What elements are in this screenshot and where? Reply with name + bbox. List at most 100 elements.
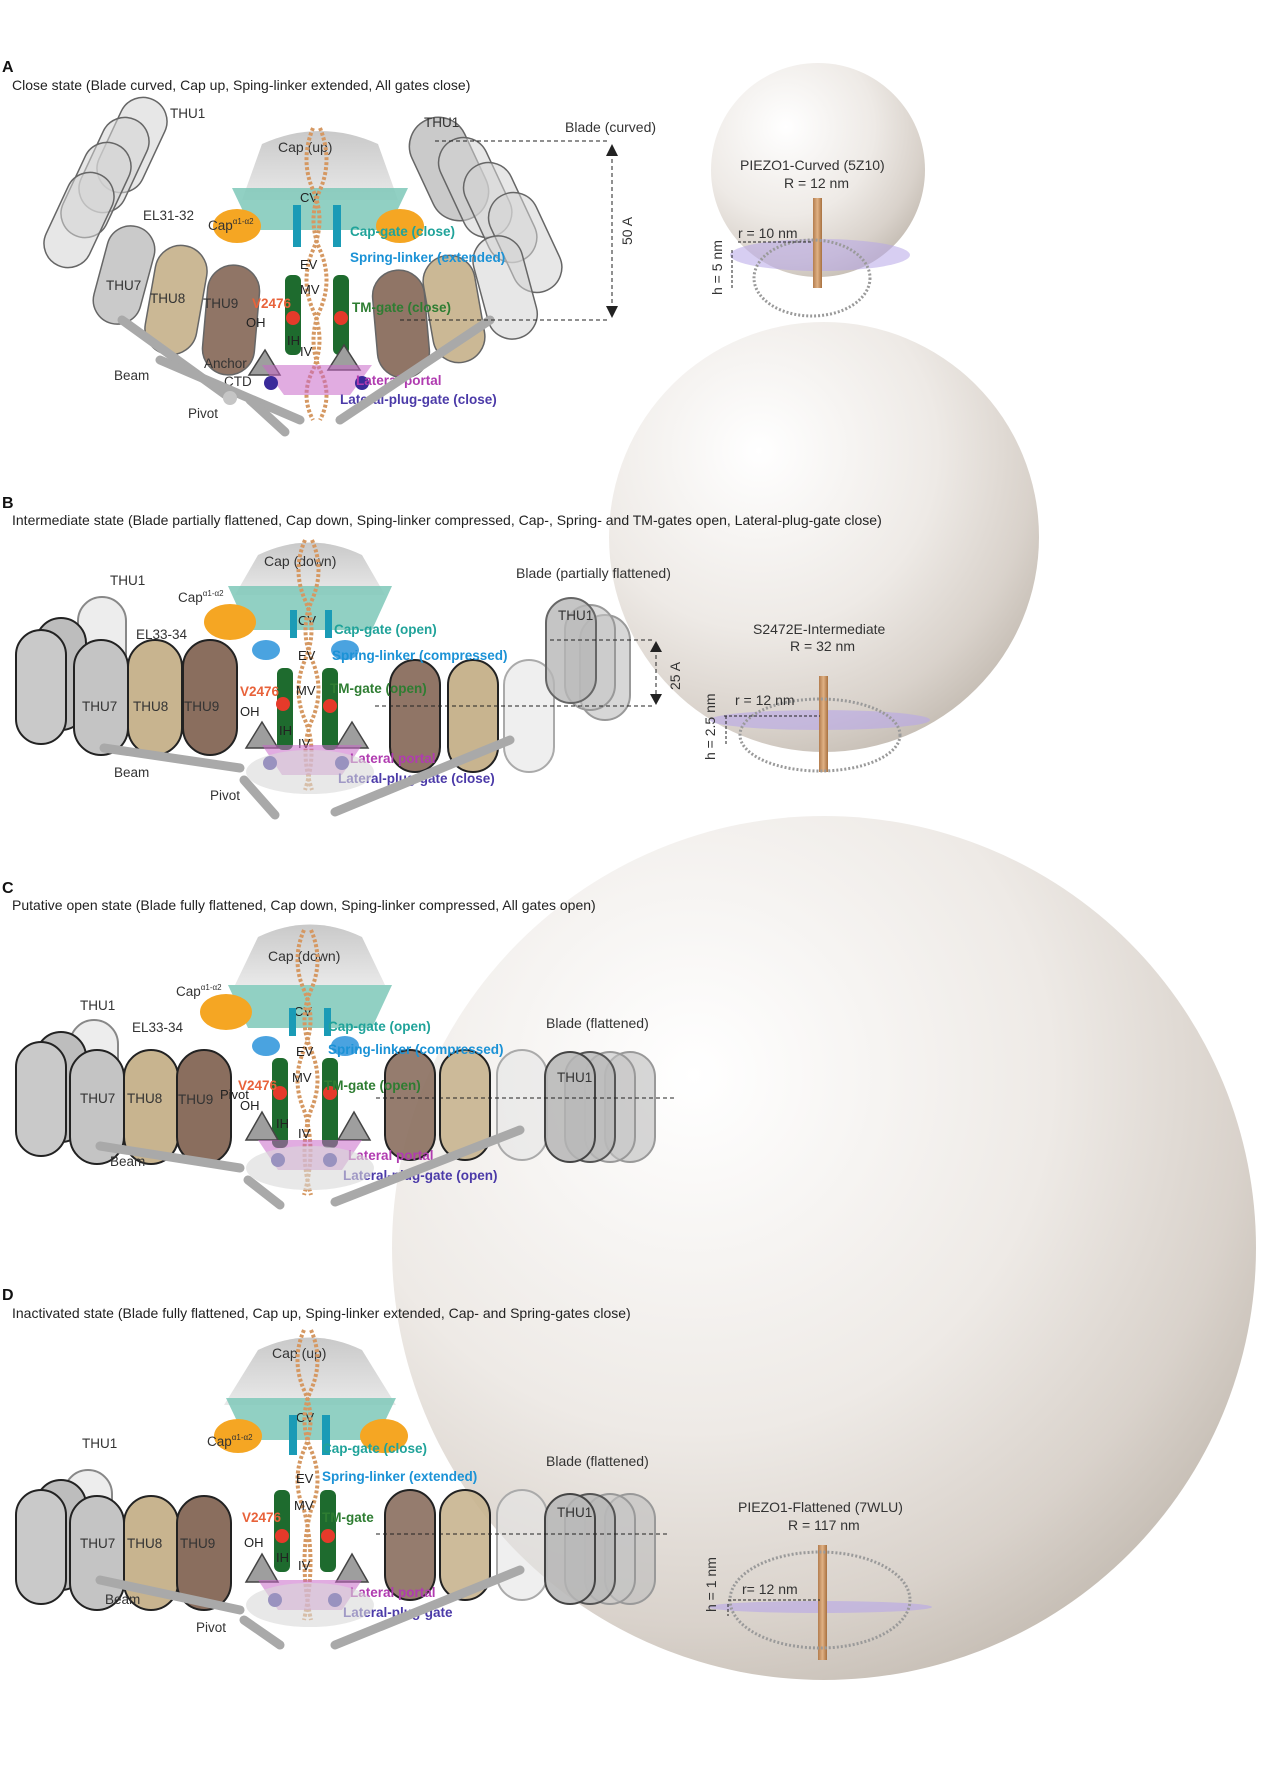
- ctd-label: CTD: [224, 374, 252, 389]
- panel-c-header: C Putative open state (Blade fully flatt…: [2, 880, 596, 913]
- distance-label: 25 A: [667, 661, 683, 690]
- thu8-label: THU8: [127, 1536, 162, 1551]
- panel-title: Intermediate state (Blade partially flat…: [12, 512, 882, 528]
- thu1-left-label: THU1: [110, 573, 145, 588]
- pivot-label: Pivot: [188, 406, 218, 421]
- beams: [99, 735, 515, 820]
- thu8-label: THU8: [127, 1091, 162, 1106]
- iv-label: IV: [298, 1558, 311, 1573]
- cap-alpha-right: [376, 209, 424, 243]
- panel-letter: D: [2, 1287, 14, 1304]
- cap-gate-left: [289, 1008, 296, 1036]
- thu1-left-label: THU1: [82, 1436, 117, 1451]
- cap-alpha-left: [214, 1419, 262, 1453]
- ev-label: EV: [300, 257, 318, 272]
- residue-label: V2476: [240, 684, 280, 699]
- cap-alpha-label: Capα1-α2: [176, 983, 222, 999]
- beams: [117, 315, 495, 437]
- oh-label: OH: [240, 1098, 260, 1113]
- arrow-head-top: [606, 144, 618, 156]
- blade-left-stack: [15, 1019, 232, 1165]
- pivot-label: Pivot: [210, 788, 240, 803]
- cap-alpha-label: Capα1-α2: [207, 1433, 253, 1449]
- model-r: r = 12 nm: [735, 692, 795, 708]
- cap-alpha-left: [204, 604, 256, 640]
- ev-label: EV: [298, 648, 316, 663]
- cap-gate-label: Cap-gate (close): [350, 224, 455, 239]
- el-loop-label: EL33-34: [136, 627, 188, 642]
- thu9-label: THU9: [178, 1092, 213, 1107]
- thu1-right-label: THU1: [558, 608, 593, 623]
- cap-alpha-label: Capα1-α2: [178, 589, 224, 605]
- lateral-portal: [262, 365, 372, 395]
- panel-b-header: B Intermediate state (Blade partially fl…: [2, 495, 882, 528]
- teal-band: [228, 985, 392, 1028]
- iv-label: IV: [300, 344, 313, 359]
- panel-letter: C: [2, 880, 14, 897]
- mv-label: MV: [294, 1498, 314, 1513]
- residue-label: V2476: [238, 1078, 278, 1093]
- panel-a-header: A Close state (Blade curved, Cap up, Spi…: [2, 59, 470, 93]
- model-radius: R = 32 nm: [790, 638, 855, 654]
- blade-label: Blade (flattened): [546, 1015, 649, 1031]
- panel-letter: B: [2, 495, 14, 512]
- thu1-right-label: THU1: [557, 1505, 592, 1520]
- residue-label: V2476: [252, 296, 292, 311]
- cap-alpha-left: [213, 209, 261, 243]
- residue-right: [323, 699, 337, 713]
- model-inset: S2472E-Intermediate R = 32 nm r = 12 nm …: [702, 621, 930, 773]
- thu1-left-label: THU1: [80, 998, 115, 1013]
- pore-helix-2: [302, 929, 320, 1196]
- pore-helix: [295, 1329, 313, 1621]
- spring-left: [252, 1036, 280, 1056]
- protein-density: [752, 238, 872, 318]
- beam-label: Beam: [105, 1592, 140, 1607]
- spring-linker-label: Spring-linker (compressed): [332, 648, 508, 663]
- pore-helix: [295, 929, 313, 1196]
- cap-label: Cap (up): [278, 139, 332, 155]
- lateral-portal-label: Lateral portal: [350, 1585, 436, 1600]
- ih-label: IH: [279, 723, 292, 738]
- beams: [95, 1565, 525, 1650]
- thu9-label: THU9: [203, 296, 238, 311]
- iv-label: IV: [298, 1126, 311, 1141]
- cap-gate-right: [322, 1415, 330, 1455]
- mv-label: MV: [300, 282, 320, 297]
- tm-gate-label: TM-gate (open): [330, 681, 427, 696]
- spring-linker-label: Spring-linker (extended): [322, 1469, 477, 1484]
- beam-label: Beam: [114, 765, 149, 780]
- spring-right: [331, 1036, 359, 1056]
- tm-gate-label: TM-gate (close): [352, 300, 451, 315]
- sphere-flattened: [392, 816, 1256, 1680]
- distance-label: 50 A: [619, 216, 635, 245]
- cap-alpha-right: [360, 1419, 408, 1453]
- blade-label: Blade (flattened): [546, 1453, 649, 1469]
- thu7-label: THU7: [82, 699, 117, 714]
- axis-rod: [813, 198, 822, 288]
- blade-right-stack: [384, 1049, 656, 1163]
- blade-label: Blade (curved): [565, 119, 656, 135]
- cap-gate-left: [289, 1415, 297, 1455]
- ctd-base: [246, 750, 374, 794]
- cap-dome: [235, 924, 385, 985]
- pivot-partial-label: Pivot: [220, 1087, 249, 1102]
- model-radius: R = 117 nm: [788, 1517, 860, 1533]
- ih-label: IH: [276, 1116, 289, 1131]
- model-name: PIEZO1-Curved (5Z10): [740, 157, 885, 173]
- arrow-head-bottom: [606, 306, 618, 318]
- lateral-portal-label: Lateral portal: [348, 1148, 434, 1163]
- pivot-label: Pivot: [196, 1620, 226, 1635]
- el-loop-label: EL31-32: [143, 208, 194, 223]
- panel-letter: A: [2, 59, 14, 76]
- spring-right: [331, 640, 359, 660]
- thu8-label: THU8: [150, 291, 185, 306]
- residue-left: [276, 697, 290, 711]
- blade-right-stack: [389, 597, 631, 773]
- model-h: h = 5 nm: [709, 240, 725, 295]
- cap-gate-right: [324, 1008, 331, 1036]
- ih-label: IH: [287, 333, 300, 348]
- panel-title: Close state (Blade curved, Cap up, Sping…: [12, 77, 470, 93]
- panel-d-diagram: THU1 THU7 THU8 THU9 THU1 Blade (flattene…: [15, 1329, 932, 1660]
- sphere-intermediate: [609, 322, 1039, 752]
- oh-label: OH: [246, 315, 266, 330]
